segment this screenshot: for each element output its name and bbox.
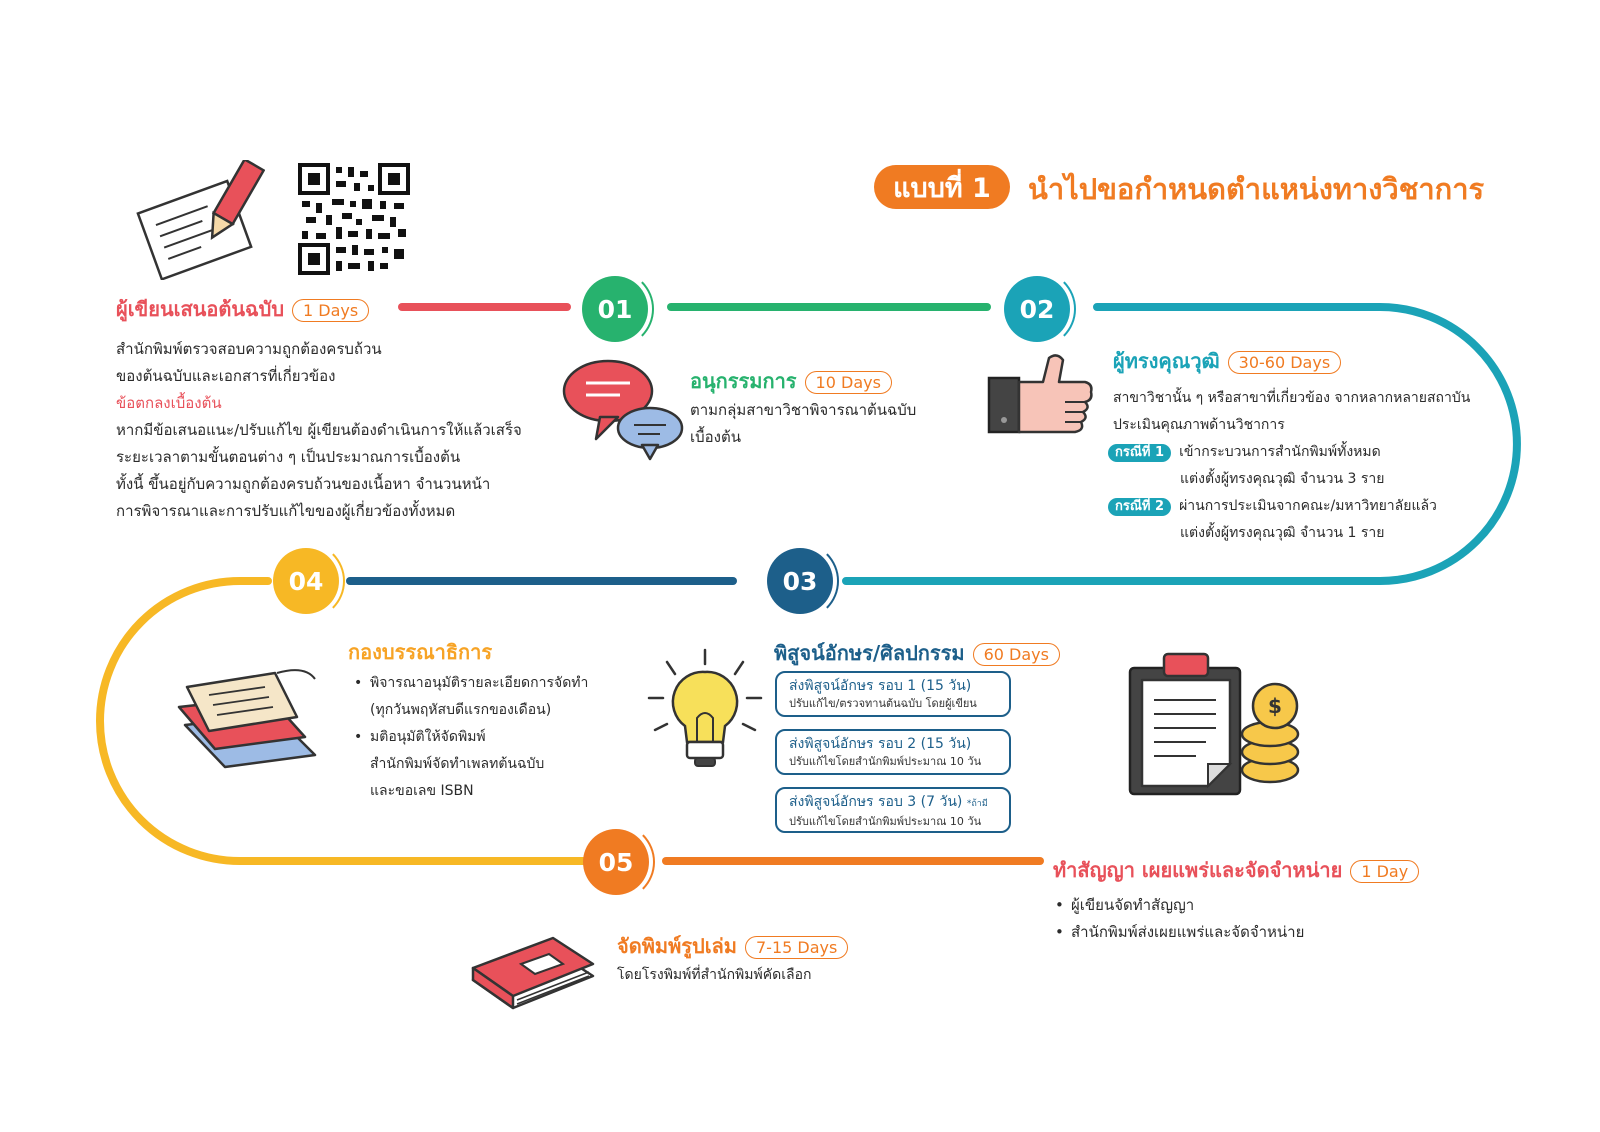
proof-round-3-optional: *ถ้ามี <box>966 799 988 809</box>
print-heading: จัดพิมพ์รูปเล่ม 7-15 Days <box>617 930 849 962</box>
proof-round-1-box: ส่งพิสูจน์อักษร รอบ 1 (15 วัน) ปรับแก้ไข… <box>775 671 1011 717</box>
proof-round-1-note: ปรับแก้ไข/ตรวจทานต้นฉบับ โดยผู้เขียน <box>789 697 977 710</box>
author-duration-pill: 1 Days <box>292 299 370 322</box>
thumbs-up-icon <box>987 354 1093 434</box>
lightbulb-icon <box>647 648 763 767</box>
title-badge: แบบที่ 1 <box>874 165 1010 209</box>
committee-line-2: เบื้องต้น <box>690 428 741 446</box>
author-heading-text: ผู้เขียนเสนอต้นฉบับ <box>116 297 285 321</box>
print-line: โดยโรงพิมพ์ที่สำนักพิมพ์คัดเลือก <box>617 967 812 983</box>
committee-line-1: ตามกลุ่มสาขาวิชาพิจารณาต้นฉบับ <box>690 401 917 419</box>
agreement-line-3: ทั้งนี้ ขึ้นอยู่กับความถูกต้องครบถ้วนของ… <box>116 475 491 493</box>
proof-round-3-box: ส่งพิสูจน์อักษร รอบ 3 (7 วัน) *ถ้ามี ปรั… <box>775 787 1011 833</box>
print-duration-pill: 7-15 Days <box>744 936 849 959</box>
proofing-heading: พิสูจน์อักษร/ศิลปกรรม 60 Days <box>774 637 1060 669</box>
proofing-heading-text: พิสูจน์อักษร/ศิลปกรรม <box>774 641 965 665</box>
step-05-circle: 05 <box>583 823 655 901</box>
case-1-line-2: แต่งตั้งผู้ทรงคุณวุฒิ จำนวน 3 ราย <box>1180 471 1385 487</box>
proof-round-3-note: ปรับแก้ไขโดยสำนักพิมพ์ประมาณ 10 วัน <box>789 815 982 828</box>
step-01-circle: 01 <box>582 270 654 348</box>
contract-heading-text: ทำสัญญา เผยแพร่และจัดจำหน่าย <box>1053 858 1343 882</box>
author-line-1: สำนักพิมพ์ตรวจสอบความถูกต้องครบถ้วน <box>116 340 382 358</box>
agreement-line-4: การพิจารณาและการปรับแก้ไขของผู้เกี่ยวข้อ… <box>116 502 456 520</box>
proof-round-1-title: ส่งพิสูจน์อักษร รอบ 1 (15 วัน) <box>789 678 972 694</box>
experts-duration-pill: 30-60 Days <box>1227 351 1342 374</box>
case-2: กรณีที่ 2 ผ่านการประเมินจากคณะ/มหาวิทยาลั… <box>1108 493 1437 520</box>
step-04-number: 04 <box>288 566 324 596</box>
case-1: กรณีที่ 1 เข้ากระบวนการสำนักพิมพ์ทั้งหมด <box>1108 439 1437 466</box>
proof-round-2-note: ปรับแก้ไขโดยสำนักพิมพ์ประมาณ 10 วัน <box>789 755 982 768</box>
qr-code-icon <box>298 163 410 275</box>
committee-heading-text: อนุกรรมการ <box>690 369 797 393</box>
proofing-duration-pill: 60 Days <box>972 643 1060 666</box>
contract-list: ผู้เขียนจัดทำสัญญา สำนักพิมพ์ส่งเผยแพร่แ… <box>1053 892 1304 946</box>
committee-duration-pill: 10 Days <box>804 371 892 394</box>
author-description: สำนักพิมพ์ตรวจสอบความถูกต้องครบถ้วน ของต… <box>116 336 522 525</box>
case-2-line-2: แต่งตั้งผู้ทรงคุณวุฒิ จำนวน 1 ราย <box>1180 525 1385 541</box>
editorial-list: พิจารณาอนุมัติรายละเอียดการจัดทำ (ทุกวัน… <box>352 670 588 805</box>
page-title: นำไปขอกำหนดตำแหน่งทางวิชาการ <box>1028 172 1485 206</box>
editorial-heading: กองบรรณาธิการ <box>348 640 493 664</box>
contract-item-1: ผู้เขียนจัดทำสัญญา <box>1053 892 1304 919</box>
experts-heading-text: ผู้ทรงคุณวุฒิ <box>1113 349 1220 373</box>
author-heading: ผู้เขียนเสนอต้นฉบับ 1 Days <box>116 293 370 325</box>
editorial-item-1: พิจารณาอนุมัติรายละเอียดการจัดทำ (ทุกวัน… <box>352 670 588 724</box>
case-2-line-1: ผ่านการประเมินจากคณะ/มหาวิทยาลัยแล้ว <box>1179 498 1437 514</box>
path-segment-04 <box>96 577 588 865</box>
pencil-paper-icon <box>136 160 265 280</box>
step-05-number: 05 <box>598 847 634 877</box>
clipboard-coins-icon: $ <box>1128 652 1300 796</box>
contract-duration-pill: 1 Day <box>1350 860 1420 883</box>
experts-line-2: ประเมินคุณภาพด้านวิชาการ <box>1113 417 1285 433</box>
step-03-number: 03 <box>782 566 818 596</box>
committee-heading: อนุกรรมการ 10 Days <box>690 365 892 397</box>
step-03-circle: 03 <box>767 542 839 620</box>
proof-round-2-title: ส่งพิสูจน์อักษร รอบ 2 (15 วัน) <box>789 736 972 752</box>
experts-heading: ผู้ทรงคุณวุฒิ 30-60 Days <box>1113 345 1342 377</box>
contract-item-2: สำนักพิมพ์ส่งเผยแพร่และจัดจำหน่าย <box>1053 919 1304 946</box>
case-1-badge: กรณีที่ 1 <box>1108 444 1172 462</box>
path-segment-02 <box>842 303 1521 585</box>
proof-round-2-box: ส่งพิสูจน์อักษร รอบ 2 (15 วัน) ปรับแก้ไข… <box>775 729 1011 775</box>
editorial-item-2-line-3: และขอเลข ISBN <box>370 783 474 799</box>
agreement-line-1: หากมีข้อเสนอแนะ/ปรับแก้ไข ผู้เขียนต้องดำ… <box>116 421 522 439</box>
papers-icon <box>177 669 317 769</box>
proof-round-3-title: ส่งพิสูจน์อักษร รอบ 3 (7 วัน) <box>789 794 963 810</box>
experts-line-1: สาขาวิชานั้น ๆ หรือสาขาที่เกี่ยวข้อง จาก… <box>1113 390 1471 406</box>
case-1-line-1: เข้ากระบวนการสำนักพิมพ์ทั้งหมด <box>1179 444 1381 460</box>
contract-heading: ทำสัญญา เผยแพร่และจัดจำหน่าย 1 Day <box>1053 854 1420 886</box>
step-04-circle: 04 <box>273 542 345 620</box>
editorial-item-2-line-1: มติอนุมัติให้จัดพิมพ์ <box>370 729 486 745</box>
step-01-number: 01 <box>597 294 633 324</box>
editorial-item-2-line-2: สำนักพิมพ์จัดทำเพลทต้นฉบับ <box>370 756 545 772</box>
agreement-heading: ข้อตกลงเบื้องต้น <box>116 394 222 412</box>
author-line-2: ของต้นฉบับและเอกสารที่เกี่ยวข้อง <box>116 367 336 385</box>
book-icon <box>471 936 595 1010</box>
editorial-item-1-line-2: (ทุกวันพฤหัสบดีแรกของเดือน) <box>370 702 552 718</box>
speech-bubbles-icon <box>562 359 684 461</box>
editorial-item-2: มติอนุมัติให้จัดพิมพ์ สำนักพิมพ์จัดทำเพล… <box>352 724 588 805</box>
committee-description: ตามกลุ่มสาขาวิชาพิจารณาต้นฉบับ เบื้องต้น <box>690 397 916 451</box>
print-heading-text: จัดพิมพ์รูปเล่ม <box>617 934 737 958</box>
step-02-circle: 02 <box>1004 270 1076 348</box>
case-2-badge: กรณีที่ 2 <box>1108 498 1172 516</box>
experts-description: สาขาวิชานั้น ๆ หรือสาขาที่เกี่ยวข้อง จาก… <box>1113 385 1470 439</box>
svg-text:$: $ <box>1268 694 1282 718</box>
step-02-number: 02 <box>1019 294 1055 324</box>
agreement-line-2: ระยะเวลาตามขั้นตอนต่าง ๆ เป็นประมาณการเบ… <box>116 448 461 466</box>
editorial-item-1-line-1: พิจารณาอนุมัติรายละเอียดการจัดทำ <box>370 675 589 691</box>
